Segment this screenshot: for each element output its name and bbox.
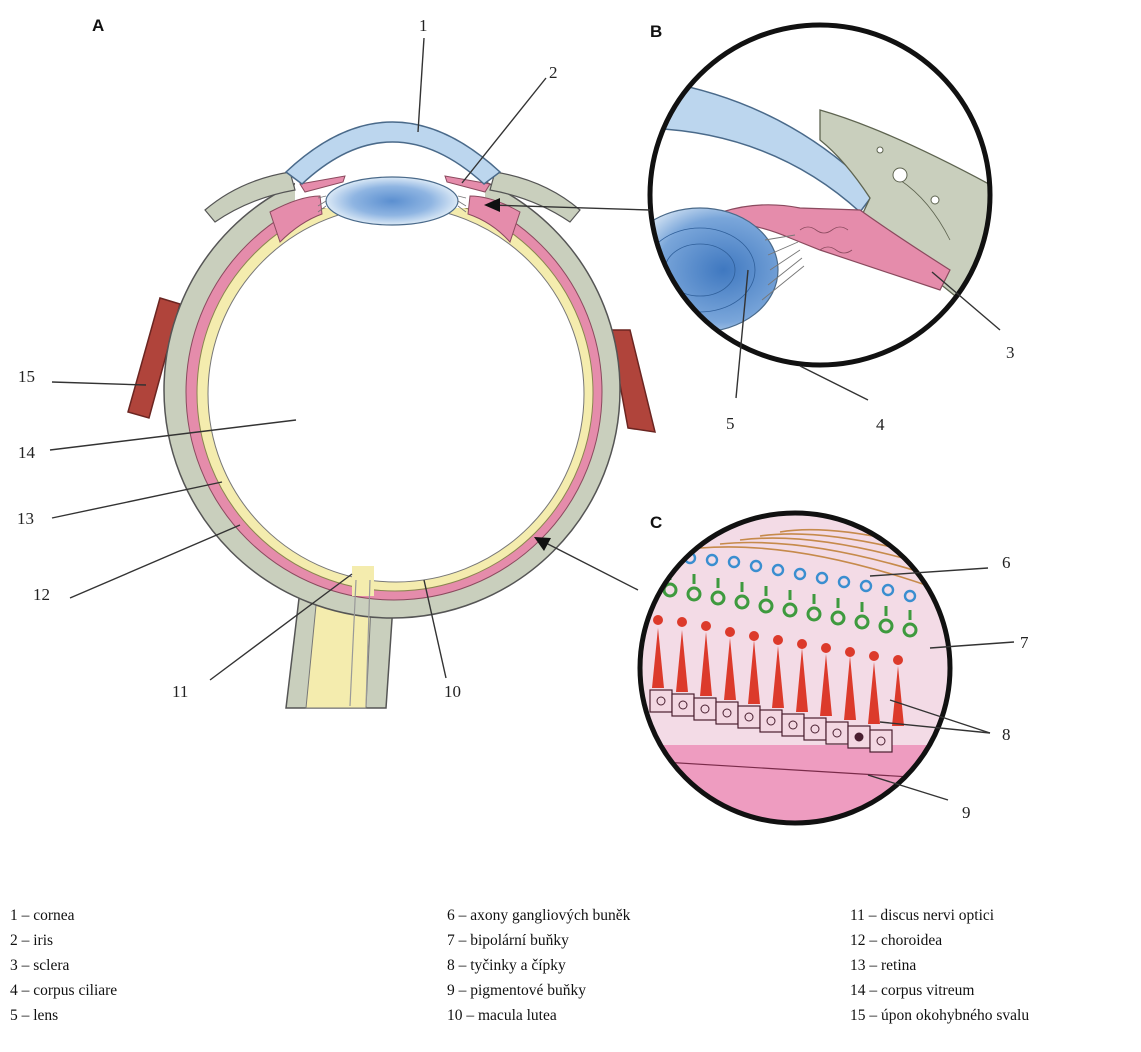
callout-13: 13 [17, 509, 34, 528]
legend-item: 13 – retina [850, 953, 1029, 978]
panel-c-detail [630, 510, 960, 830]
legend-item: 3 – sclera [10, 953, 117, 978]
callout-15: 15 [18, 367, 35, 386]
callout-12: 12 [33, 585, 50, 604]
vitreous-body [208, 206, 584, 582]
callout-2: 2 [549, 63, 558, 82]
panel-label-a: A [92, 16, 104, 35]
connector-to-c [540, 540, 638, 590]
legend-item: 9 – pigmentové buňky [447, 978, 630, 1003]
callout-4: 4 [876, 415, 885, 434]
legend-item: 10 – macula lutea [447, 1003, 630, 1028]
legend-column-3: 11 – discus nervi optici 12 – choroidea … [850, 903, 1029, 1028]
panel-label-c: C [650, 513, 662, 532]
callout-10: 10 [444, 682, 461, 701]
callout-7: 7 [1020, 633, 1029, 652]
panel-label-b: B [650, 22, 662, 41]
legend-item: 1 – cornea [10, 903, 117, 928]
legend-item: 8 – tyčinky a čípky [447, 953, 630, 978]
pigment-layer [630, 745, 960, 830]
legend-item: 14 – corpus vitreum [850, 978, 1029, 1003]
lens [326, 177, 458, 225]
callout-5: 5 [726, 414, 735, 433]
legend-item: 5 – lens [10, 1003, 117, 1028]
callout-11: 11 [172, 682, 188, 701]
callout-6: 6 [1002, 553, 1011, 572]
panel-b-detail [622, 25, 1000, 365]
legend-item: 15 – úpon okohybného svalu [850, 1003, 1029, 1028]
legend-item: 2 – iris [10, 928, 117, 953]
callout-3: 3 [1006, 343, 1015, 362]
legend-item: 12 – choroidea [850, 928, 1029, 953]
legend-item: 7 – bipolární buňky [447, 928, 630, 953]
legend-column-2: 6 – axony gangliových buněk 7 – bipolárn… [447, 903, 630, 1028]
panel-a-eyeball [128, 122, 655, 708]
callout-14: 14 [18, 443, 36, 462]
legend-item: 6 – axony gangliových buněk [447, 903, 630, 928]
callout-9: 9 [962, 803, 971, 822]
callout-8: 8 [1002, 725, 1011, 744]
legend-item: 11 – discus nervi optici [850, 903, 1029, 928]
legend-item: 4 – corpus ciliare [10, 978, 117, 1003]
callout-1: 1 [419, 16, 428, 35]
legend-column-1: 1 – cornea 2 – iris 3 – sclera 4 – corpu… [10, 903, 117, 1028]
